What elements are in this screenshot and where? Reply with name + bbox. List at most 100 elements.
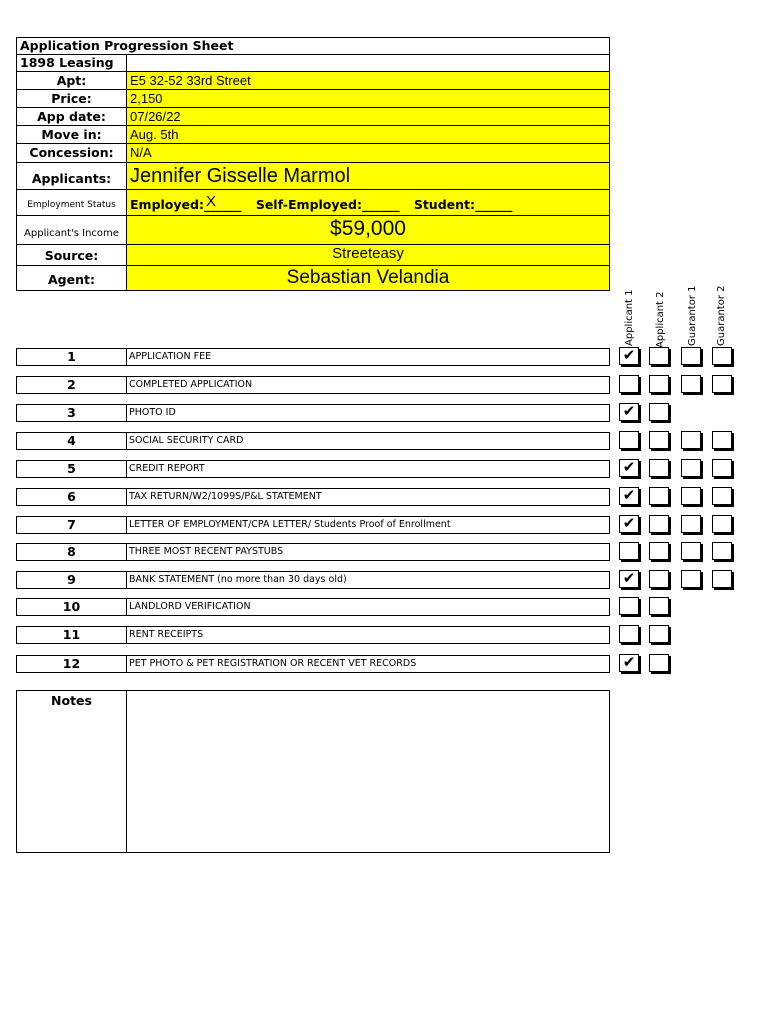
checkbox-guarantor-2[interactable] bbox=[712, 347, 732, 365]
employed-text: Employed:______ bbox=[130, 197, 242, 212]
checkbox-applicant-1[interactable]: ✔ bbox=[619, 403, 639, 421]
item-number: 3 bbox=[16, 404, 127, 422]
company-name: 1898 Leasing bbox=[16, 54, 127, 72]
checkbox-guarantor-2[interactable] bbox=[712, 542, 732, 560]
check-mark-icon: ✔ bbox=[622, 570, 636, 587]
item-description: LETTER OF EMPLOYMENT/CPA LETTER/ Student… bbox=[126, 516, 610, 534]
item-number: 2 bbox=[16, 376, 127, 394]
item-description: SOCIAL SECURITY CARD bbox=[126, 432, 610, 450]
checkbox-applicant-1[interactable] bbox=[619, 431, 639, 449]
item-number: 5 bbox=[16, 460, 127, 478]
checkbox-guarantor-2[interactable] bbox=[712, 570, 732, 588]
item-description: THREE MOST RECENT PAYSTUBS bbox=[126, 543, 610, 561]
checkbox-applicant-1[interactable]: ✔ bbox=[619, 487, 639, 505]
checkbox-applicant-2[interactable] bbox=[649, 431, 669, 449]
checkbox-applicant-2[interactable] bbox=[649, 347, 669, 365]
checkbox-applicant-1[interactable]: ✔ bbox=[619, 459, 639, 477]
item-number: 9 bbox=[16, 571, 127, 589]
app-date-label: App date: bbox=[16, 107, 127, 126]
check-mark-icon: ✔ bbox=[622, 487, 636, 504]
item-description: PET PHOTO & PET REGISTRATION OR RECENT V… bbox=[126, 655, 610, 673]
source-label: Source: bbox=[16, 244, 127, 266]
move-in-value: Aug. 5th bbox=[126, 125, 610, 144]
column-applicant-1: Applicant 1 bbox=[624, 289, 635, 346]
checkbox-applicant-2[interactable] bbox=[649, 570, 669, 588]
notes-label-cell: Notes bbox=[16, 690, 127, 853]
check-mark-icon: ✔ bbox=[622, 515, 636, 532]
checkbox-guarantor-2[interactable] bbox=[712, 487, 732, 505]
item-number: 6 bbox=[16, 488, 127, 506]
apt-value: E5 32-52 33rd Street bbox=[126, 71, 610, 90]
item-description: COMPLETED APPLICATION bbox=[126, 376, 610, 394]
item-description: TAX RETURN/W2/1099S/P&L STATEMENT bbox=[126, 488, 610, 506]
checkbox-applicant-2[interactable] bbox=[649, 654, 669, 672]
employment-status-label: Employment Status bbox=[16, 189, 127, 216]
applicants-value: Jennifer Gisselle Marmol bbox=[126, 162, 610, 190]
checkbox-applicant-2[interactable] bbox=[649, 515, 669, 533]
check-mark-icon: ✔ bbox=[622, 654, 636, 671]
item-number: 7 bbox=[16, 516, 127, 534]
checkbox-applicant-2[interactable] bbox=[649, 597, 669, 615]
item-description: RENT RECEIPTS bbox=[126, 626, 610, 644]
item-description: CREDIT REPORT bbox=[126, 460, 610, 478]
item-description: LANDLORD VERIFICATION bbox=[126, 598, 610, 616]
checkbox-applicant-1[interactable] bbox=[619, 542, 639, 560]
checkbox-guarantor-1[interactable] bbox=[681, 375, 701, 393]
checkbox-guarantor-1[interactable] bbox=[681, 487, 701, 505]
applicants-label: Applicants: bbox=[16, 162, 127, 190]
column-applicant-2: Applicant 2 bbox=[655, 291, 666, 348]
self-employed-field: Self-Employed:______ bbox=[255, 197, 400, 212]
checkbox-guarantor-1[interactable] bbox=[681, 542, 701, 560]
agent-value: Sebastian Velandia bbox=[126, 265, 610, 291]
income-label: Applicant's Income bbox=[16, 215, 127, 245]
app-date-value: 07/26/22 bbox=[126, 107, 610, 126]
checkbox-applicant-1[interactable]: ✔ bbox=[619, 570, 639, 588]
income-value: $59,000 bbox=[126, 215, 610, 245]
checkbox-guarantor-1[interactable] bbox=[681, 347, 701, 365]
source-value: Streeteasy bbox=[126, 244, 610, 266]
column-guarantor-2: Guarantor 2 bbox=[716, 285, 727, 346]
sheet-title: Application Progression Sheet bbox=[16, 37, 610, 55]
item-description: APPLICATION FEE bbox=[126, 348, 610, 366]
checkbox-guarantor-1[interactable] bbox=[681, 431, 701, 449]
checkbox-applicant-2[interactable] bbox=[649, 403, 669, 421]
checkbox-applicant-2[interactable] bbox=[649, 459, 669, 477]
check-mark-icon: ✔ bbox=[622, 347, 636, 364]
item-description: BANK STATEMENT (no more than 30 days old… bbox=[126, 571, 610, 589]
price-label: Price: bbox=[16, 89, 127, 108]
employed-mark: X bbox=[206, 193, 217, 210]
checkbox-applicant-2[interactable] bbox=[649, 487, 669, 505]
concession-label: Concession: bbox=[16, 143, 127, 163]
move-in-label: Move in: bbox=[16, 125, 127, 144]
notes-label: Notes bbox=[51, 693, 92, 708]
item-number: 1 bbox=[16, 348, 127, 366]
item-number: 4 bbox=[16, 432, 127, 450]
item-description: PHOTO ID bbox=[126, 404, 610, 422]
price-value: 2,150 bbox=[126, 89, 610, 108]
item-number: 11 bbox=[16, 626, 127, 644]
checkbox-applicant-1[interactable]: ✔ bbox=[619, 347, 639, 365]
apt-label: Apt: bbox=[16, 71, 127, 90]
checkbox-applicant-1[interactable] bbox=[619, 625, 639, 643]
checkbox-guarantor-2[interactable] bbox=[712, 431, 732, 449]
concession-value: N/A bbox=[126, 143, 610, 163]
checkbox-guarantor-1[interactable] bbox=[681, 459, 701, 477]
checkbox-guarantor-2[interactable] bbox=[712, 515, 732, 533]
student-field: Student:______ bbox=[413, 197, 513, 212]
checkbox-applicant-1[interactable] bbox=[619, 597, 639, 615]
company-blank bbox=[126, 54, 610, 72]
checkbox-applicant-1[interactable]: ✔ bbox=[619, 515, 639, 533]
checkbox-applicant-1[interactable] bbox=[619, 375, 639, 393]
checkbox-guarantor-2[interactable] bbox=[712, 375, 732, 393]
checkbox-guarantor-1[interactable] bbox=[681, 515, 701, 533]
item-number: 10 bbox=[16, 598, 127, 616]
checkbox-guarantor-1[interactable] bbox=[681, 570, 701, 588]
notes-area[interactable] bbox=[126, 690, 610, 853]
employed-field: Employed:______ X bbox=[130, 193, 246, 212]
checkbox-guarantor-2[interactable] bbox=[712, 459, 732, 477]
checkbox-applicant-2[interactable] bbox=[649, 375, 669, 393]
checkbox-applicant-2[interactable] bbox=[649, 625, 669, 643]
checkbox-applicant-2[interactable] bbox=[649, 542, 669, 560]
employment-status-value: Employed:______ X Self-Employed:______ S… bbox=[126, 189, 610, 216]
checkbox-applicant-1[interactable]: ✔ bbox=[619, 654, 639, 672]
